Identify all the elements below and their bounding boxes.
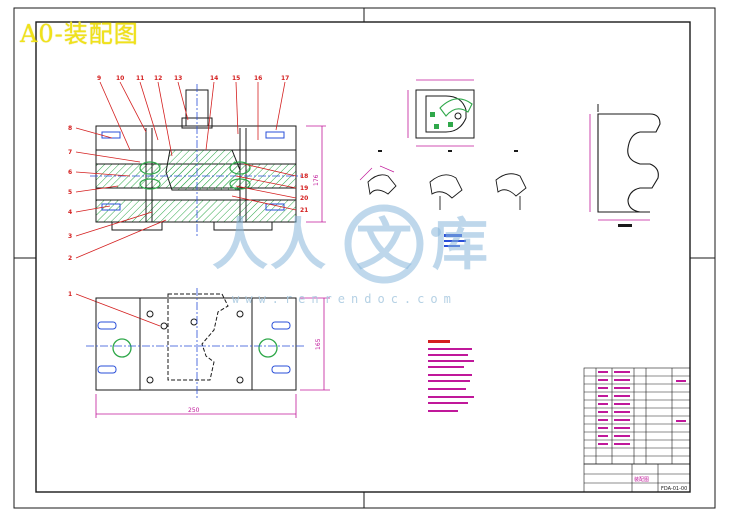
- callout-label: 21: [300, 207, 308, 214]
- callout-label: 16: [254, 75, 262, 82]
- callout-label: 1: [68, 291, 72, 298]
- callout-label: 17: [281, 75, 289, 82]
- watermark-logo: [344, 204, 441, 284]
- callout-label: 6: [68, 169, 72, 176]
- callout-label: 4: [68, 209, 72, 216]
- dim-section-height: 176: [313, 174, 320, 186]
- small-section-labels: [378, 150, 518, 152]
- dim-plan-height: 165: [315, 338, 322, 350]
- callout-label: 7: [68, 149, 72, 156]
- callout-label: 15: [232, 75, 240, 82]
- title-block-drawing-name: 装配图: [634, 476, 649, 483]
- watermark-url: www.renrendoc.com: [232, 292, 457, 306]
- callout-label: 2: [68, 255, 72, 262]
- callout-label: 3: [68, 233, 72, 240]
- technical-requirements: [428, 340, 474, 412]
- parts-list-entries: [598, 371, 686, 445]
- callout-label: 9: [97, 75, 101, 82]
- small-section-views: [359, 165, 527, 210]
- callout-label: 11: [136, 75, 144, 82]
- watermark-char: 库: [432, 212, 488, 278]
- callout-label: 13: [174, 75, 182, 82]
- title-block-drawing-number: FDA-01-00: [661, 486, 687, 492]
- callout-label: 20: [300, 195, 308, 202]
- callout-label: 5: [68, 189, 72, 196]
- callout-label: 12: [154, 75, 162, 82]
- parts-list-table: [583, 367, 691, 465]
- watermark-char: 文: [356, 212, 412, 278]
- callout-label: 8: [68, 125, 72, 132]
- inner-frame: [35, 21, 691, 493]
- callout-label: 19: [300, 185, 308, 192]
- plan-view: 250 165: [86, 288, 330, 418]
- leader-lines: [75, 81, 297, 327]
- callout-label: 14: [210, 75, 218, 82]
- drawing-title: A0-装配图: [20, 20, 139, 48]
- profile-view: [589, 104, 661, 227]
- part-detail-view: [407, 79, 475, 147]
- part-labels: 9 10 11 12 13 14 15 16 17 8 7 6 5 4 3 2 …: [68, 75, 308, 298]
- dim-plan-width: 250: [188, 407, 200, 414]
- callout-label: 18: [300, 173, 308, 180]
- title-block: [583, 463, 691, 493]
- callout-label: 10: [116, 75, 124, 82]
- watermark-char: 人: [212, 212, 268, 278]
- workpiece-note: [444, 234, 466, 247]
- watermark-char: 人: [270, 212, 326, 278]
